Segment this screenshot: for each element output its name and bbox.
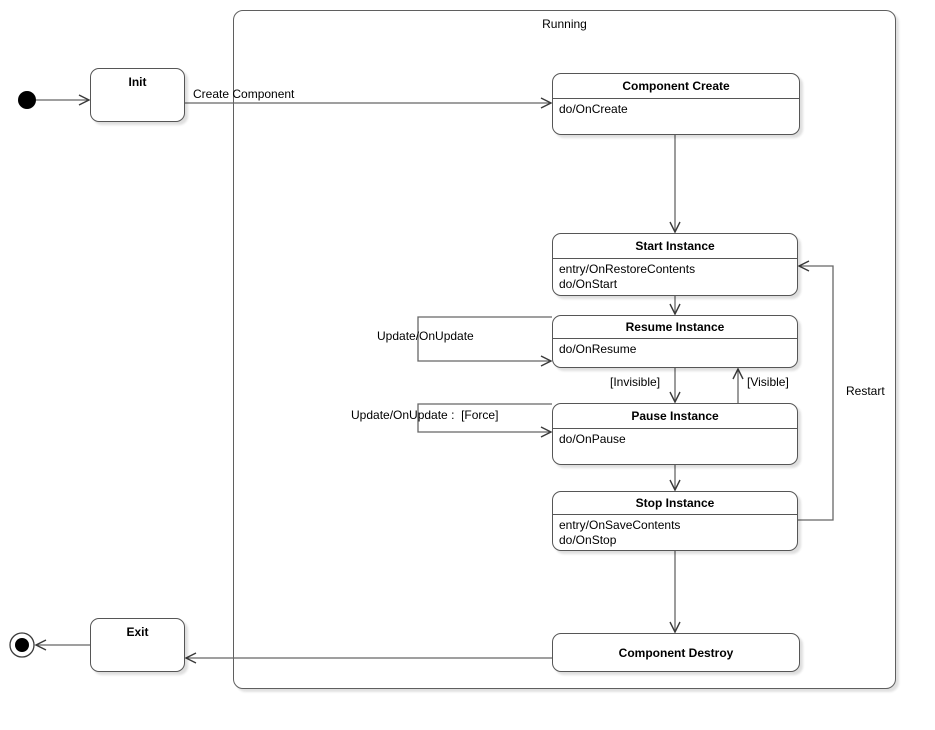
state-start-instance[interactable]: Start Instance entry/OnRestoreContents d… xyxy=(552,233,798,296)
state-pause-instance-title: Pause Instance xyxy=(553,404,797,429)
transition-update-force-self-loop xyxy=(417,403,553,438)
state-stop-instance[interactable]: Stop Instance entry/OnSaveContents do/On… xyxy=(552,491,798,551)
state-stop-instance-activity-entry: entry/OnSaveContents xyxy=(559,518,681,532)
initial-state-node xyxy=(18,91,36,109)
transition-restart xyxy=(797,260,834,521)
state-component-destroy-title: Component Destroy xyxy=(618,645,734,660)
state-pause-instance[interactable]: Pause Instance do/OnPause xyxy=(552,403,798,465)
state-stop-instance-title: Stop Instance xyxy=(553,492,797,515)
transition-label-restart[interactable]: Restart xyxy=(846,384,885,398)
state-component-create[interactable]: Component Create do/OnCreate xyxy=(552,73,800,135)
state-start-instance-activity-do: do/OnStart xyxy=(559,277,618,291)
state-component-create-activity: do/OnCreate xyxy=(559,102,628,116)
state-exit[interactable]: Exit xyxy=(90,618,185,672)
state-start-instance-title: Start Instance xyxy=(553,234,797,259)
state-component-create-title: Component Create xyxy=(553,74,799,99)
state-init-title: Init xyxy=(128,75,147,89)
transition-label-update[interactable]: Update/OnUpdate xyxy=(377,329,474,343)
state-init[interactable]: Init xyxy=(90,68,185,122)
transition-label-invisible[interactable]: [Invisible] xyxy=(610,375,661,389)
final-state-inner-dot xyxy=(15,638,29,652)
transition-label-visible[interactable]: [Visible] xyxy=(747,375,789,389)
state-start-instance-activities: entry/OnRestoreContents do/OnStart xyxy=(553,259,797,292)
transition-update-self-loop xyxy=(417,316,553,367)
state-resume-instance-title: Resume Instance xyxy=(553,316,797,339)
state-stop-instance-activities: entry/OnSaveContents do/OnStop xyxy=(553,515,797,548)
transition-label-create-component[interactable]: Create Component xyxy=(193,87,295,101)
transition-label-update-force[interactable]: Update/OnUpdate : [Force] xyxy=(351,408,499,422)
state-exit-title: Exit xyxy=(126,625,149,639)
state-pause-instance-activity: do/OnPause xyxy=(559,432,626,446)
state-start-instance-activity-entry: entry/OnRestoreContents xyxy=(559,262,696,276)
composite-state-label: Running xyxy=(542,17,587,31)
state-resume-instance-activity: do/OnResume xyxy=(559,342,637,356)
state-resume-instance[interactable]: Resume Instance do/OnResume xyxy=(552,315,798,368)
state-stop-instance-activity-do: do/OnStop xyxy=(559,533,617,547)
state-component-destroy[interactable]: Component Destroy xyxy=(552,633,800,672)
